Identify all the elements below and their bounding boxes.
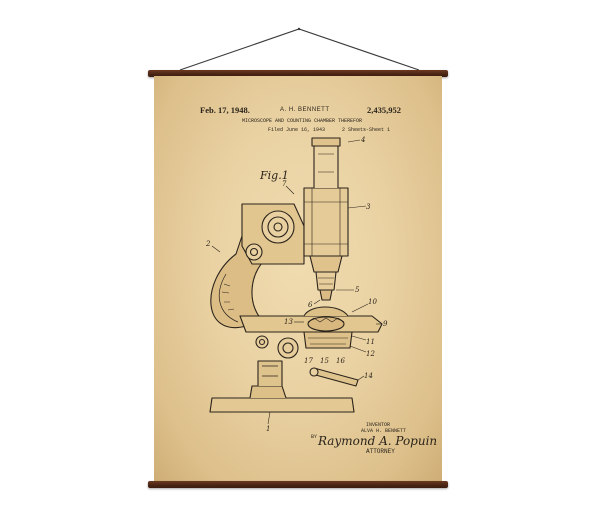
- ref-num-4: 4: [360, 136, 365, 144]
- ref-num-15: 15: [320, 357, 329, 365]
- patent-title: MICROSCOPE AND COUNTING CHAMBER THEREFOR: [242, 118, 363, 124]
- microscope-drawing: 4 7 3 2 5 6 10 13 9 11 12 17 15 16 14 1: [205, 136, 388, 433]
- hanging-cord: [179, 27, 420, 71]
- attorney-label: ATTORNEY: [366, 448, 395, 455]
- ref-num-17: 17: [304, 357, 313, 365]
- ref-num-2: 2: [205, 240, 211, 248]
- top-hanger-rod: [148, 70, 448, 77]
- patent-date: Feb. 17, 1948.: [200, 105, 250, 115]
- patent-inventor-header: A. H. BENNETT: [280, 107, 330, 113]
- ref-num-3: 3: [366, 203, 371, 211]
- ref-num-11: 11: [366, 338, 375, 346]
- inventor-name: ALVA H. BENNETT: [361, 428, 407, 434]
- ref-num-10: 10: [368, 298, 377, 306]
- ref-num-9: 9: [383, 320, 388, 328]
- ref-num-1: 1: [266, 425, 270, 433]
- patent-number: 2,435,952: [367, 105, 401, 115]
- attorney-signature: Raymond A. Popuin: [318, 434, 438, 448]
- ref-num-5: 5: [355, 286, 360, 294]
- bottom-hanger-rod: [148, 481, 448, 488]
- ref-num-7: 7: [282, 180, 287, 188]
- reference-numerals: 4 7 3 2 5 6 10 13 9 11 12 17 15 16 14 1: [205, 136, 388, 433]
- by-label: BY: [311, 434, 318, 440]
- ref-num-12: 12: [366, 350, 375, 358]
- ref-num-6: 6: [308, 301, 313, 309]
- figure-label: Fig.1: [260, 169, 289, 182]
- ref-num-16: 16: [336, 357, 345, 365]
- inventor-label: INVENTOR: [366, 422, 391, 428]
- patent-print: Feb. 17, 1948. A. H. BENNETT 2,435,952 M…: [154, 76, 442, 481]
- patent-filed-date: Filed June 16, 1943: [268, 127, 326, 133]
- patent-sheet-count: 2 Sheets-Sheet 1: [342, 127, 391, 133]
- ref-num-13: 13: [284, 318, 293, 326]
- ref-num-14: 14: [364, 372, 373, 380]
